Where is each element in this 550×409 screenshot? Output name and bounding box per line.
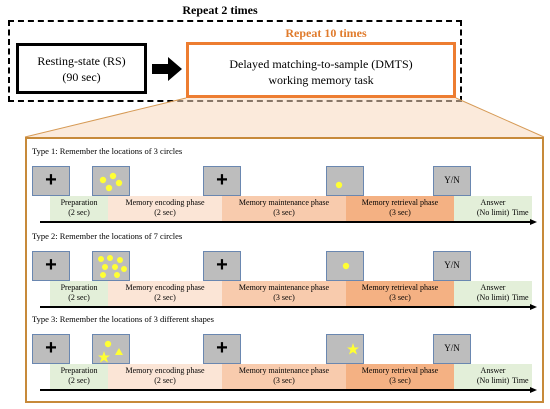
phase-block: Memory encoding phase(2 sec) (108, 281, 222, 307)
answer-screen: Y/N (433, 166, 471, 196)
encoding-stimulus-screen (92, 251, 130, 281)
phase-name: Answer (480, 366, 506, 375)
phase-block: Memory retrieval phase(3 sec) (346, 364, 454, 390)
dmts-task-box: Delayed matching-to-sample (DMTS) workin… (186, 42, 456, 98)
phase-duration: (3 sec) (273, 376, 295, 385)
fixation-cross: + (45, 254, 57, 276)
phase-name: Memory maintenance phase (238, 366, 330, 375)
fixation-cross: + (216, 254, 228, 276)
row-title: Type 3: Remember the locations of 3 diff… (32, 314, 214, 324)
encoding-stimulus-screen (92, 334, 130, 364)
rs-box-line2: (90 sec) (62, 70, 101, 84)
time-label: Time (512, 208, 529, 217)
phase-duration: (3 sec) (273, 208, 295, 217)
phase-name: Memory retrieval phase (361, 366, 439, 375)
row-title: Type 2: Remember the locations of 7 circ… (32, 231, 183, 241)
phase-duration: (2 sec) (68, 293, 90, 302)
phase-block: Memory encoding phase(2 sec) (108, 196, 222, 222)
phase-name: Memory maintenance phase (238, 198, 330, 207)
time-label: Time (512, 293, 529, 302)
phase-block: Memory encoding phase(2 sec) (108, 364, 222, 390)
phase-block: Memory maintenance phase(3 sec) (222, 196, 346, 222)
phase-name: Answer (480, 198, 506, 207)
repeat-2-label: Repeat 2 times (182, 3, 258, 17)
fixation-cross-screen: + (32, 251, 70, 281)
phase-block: Preparation(2 sec) (50, 364, 108, 390)
phase-name: Memory retrieval phase (361, 198, 439, 207)
repeat-10-label: Repeat 10 times (285, 26, 367, 40)
phase-name: Preparation (60, 366, 98, 375)
fixation-cross-screen: + (32, 166, 70, 196)
timeline-axis (40, 221, 530, 223)
phase-name: Preparation (60, 198, 98, 207)
maintenance-fixation-screen: + (203, 251, 241, 281)
phase-name: Memory maintenance phase (238, 283, 330, 292)
phase-duration: (2 sec) (68, 376, 90, 385)
phase-duration: (3 sec) (389, 208, 411, 217)
phase-duration: (3 sec) (389, 293, 411, 302)
fixation-cross: + (216, 337, 228, 359)
phase-duration: (2 sec) (154, 293, 176, 302)
answer-screen: Y/N (433, 251, 471, 281)
answer-prompt: Y/N (444, 260, 460, 270)
maintenance-fixation-screen: + (203, 166, 241, 196)
rs-box-line1: Resting-state (RS) (37, 54, 126, 68)
phase-duration: (2 sec) (68, 208, 90, 217)
fixation-cross: + (216, 169, 228, 191)
phase-duration: (3 sec) (389, 376, 411, 385)
retrieval-probe-screen (326, 334, 364, 364)
dmts-box-line1: Delayed matching-to-sample (DMTS) (229, 57, 413, 71)
timeline-arrowhead (530, 303, 537, 310)
phase-block: Answer(No limit) (454, 281, 532, 307)
retrieval-probe-screen (326, 251, 364, 281)
retrieval-probe-screen (326, 166, 364, 196)
phase-name: Memory encoding phase (125, 198, 205, 207)
timeline-axis (40, 306, 530, 308)
phase-duration: (No limit) (476, 293, 510, 302)
phase-block: Answer(No limit) (454, 196, 532, 222)
timeline-axis (40, 389, 530, 391)
phase-name: Memory encoding phase (125, 283, 205, 292)
timeline-arrowhead (530, 386, 537, 393)
phase-block: Answer(No limit) (454, 364, 532, 390)
answer-prompt: Y/N (444, 175, 460, 185)
fixation-cross-screen: + (32, 334, 70, 364)
dmts-box-line2: working memory task (268, 73, 374, 87)
phase-duration: (3 sec) (273, 293, 295, 302)
encoding-stimulus-screen (92, 166, 130, 196)
answer-prompt: Y/N (444, 343, 460, 353)
phase-duration: (2 sec) (154, 208, 176, 217)
phase-block: Preparation(2 sec) (50, 196, 108, 222)
right-arrow-icon (152, 57, 182, 81)
phase-duration: (2 sec) (154, 376, 176, 385)
phase-block: Preparation(2 sec) (50, 281, 108, 307)
phase-block: Memory maintenance phase(3 sec) (222, 364, 346, 390)
fixation-cross: + (45, 169, 57, 191)
phase-block: Memory retrieval phase(3 sec) (346, 196, 454, 222)
row-title: Type 1: Remember the locations of 3 circ… (32, 146, 183, 156)
phase-name: Answer (480, 283, 506, 292)
phase-block: Memory retrieval phase(3 sec) (346, 281, 454, 307)
timeline-arrowhead (530, 218, 537, 225)
time-label: Time (512, 376, 529, 385)
phase-name: Preparation (60, 283, 98, 292)
phase-duration: (No limit) (476, 208, 510, 217)
phase-name: Memory retrieval phase (361, 283, 439, 292)
answer-screen: Y/N (433, 334, 471, 364)
task-detail-panel (25, 137, 544, 403)
fixation-cross: + (45, 337, 57, 359)
resting-state-box: Resting-state (RS) (90 sec) (16, 43, 147, 94)
phase-duration: (No limit) (476, 376, 510, 385)
phase-block: Memory maintenance phase(3 sec) (222, 281, 346, 307)
maintenance-fixation-screen: + (203, 334, 241, 364)
phase-name: Memory encoding phase (125, 366, 205, 375)
